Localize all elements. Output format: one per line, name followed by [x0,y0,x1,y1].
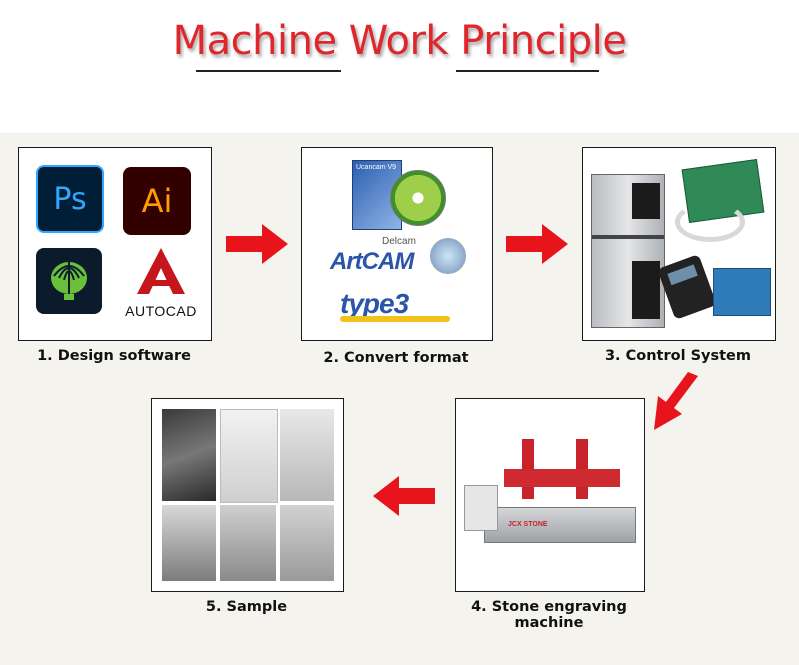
page-title: Machine Work Principle [172,18,627,64]
arrow-right-icon [226,224,288,264]
sample-photo-3 [280,409,334,501]
cable-image [675,202,745,242]
step-2-label: 2. Convert format [323,350,469,366]
title-underline-left [196,70,341,72]
step-2-convert-format-box: Ucancam V9 Delcam ArtCAM type3 [301,147,493,341]
step-4-stone-engraving-machine-box: JCX STONE [455,398,645,592]
sample-photo-2 [220,409,278,503]
illustrator-icon: Ai [123,167,191,235]
arrow-left-icon [373,476,435,516]
photoshop-icon: Ps [36,165,104,233]
arrow-down-left-icon [654,372,698,430]
interface-board-image [713,268,771,316]
sample-photo-5 [220,505,276,581]
step-4-label: 4. Stone engraving machine [471,599,627,631]
artcam-logo: Delcam ArtCAM [330,234,470,284]
handheld-controller-image [657,254,717,320]
coreldraw-icon [36,248,102,314]
step-1-design-software-box: Ps Ai AUTOCAD [18,147,212,341]
engraving-machine-image: JCX STONE [464,429,638,577]
software-disc-image [390,170,446,226]
sample-photo-4 [162,505,216,581]
step-3-control-system-box [582,147,776,341]
sample-photo-6 [280,505,334,581]
step-5-label: 5. Sample [205,599,288,615]
step-3-label: 3. Control System [604,348,752,364]
type3-logo: type3 [340,288,460,328]
control-cabinet-image [591,174,665,328]
sample-photo-1 [162,409,216,501]
step-1-label: 1. Design software [37,348,191,364]
arrow-right-icon [506,224,568,264]
spider-icon [430,238,466,274]
title-underline-right [456,70,599,72]
autocad-icon: AUTOCAD [121,246,201,324]
step-5-sample-box [151,398,344,592]
